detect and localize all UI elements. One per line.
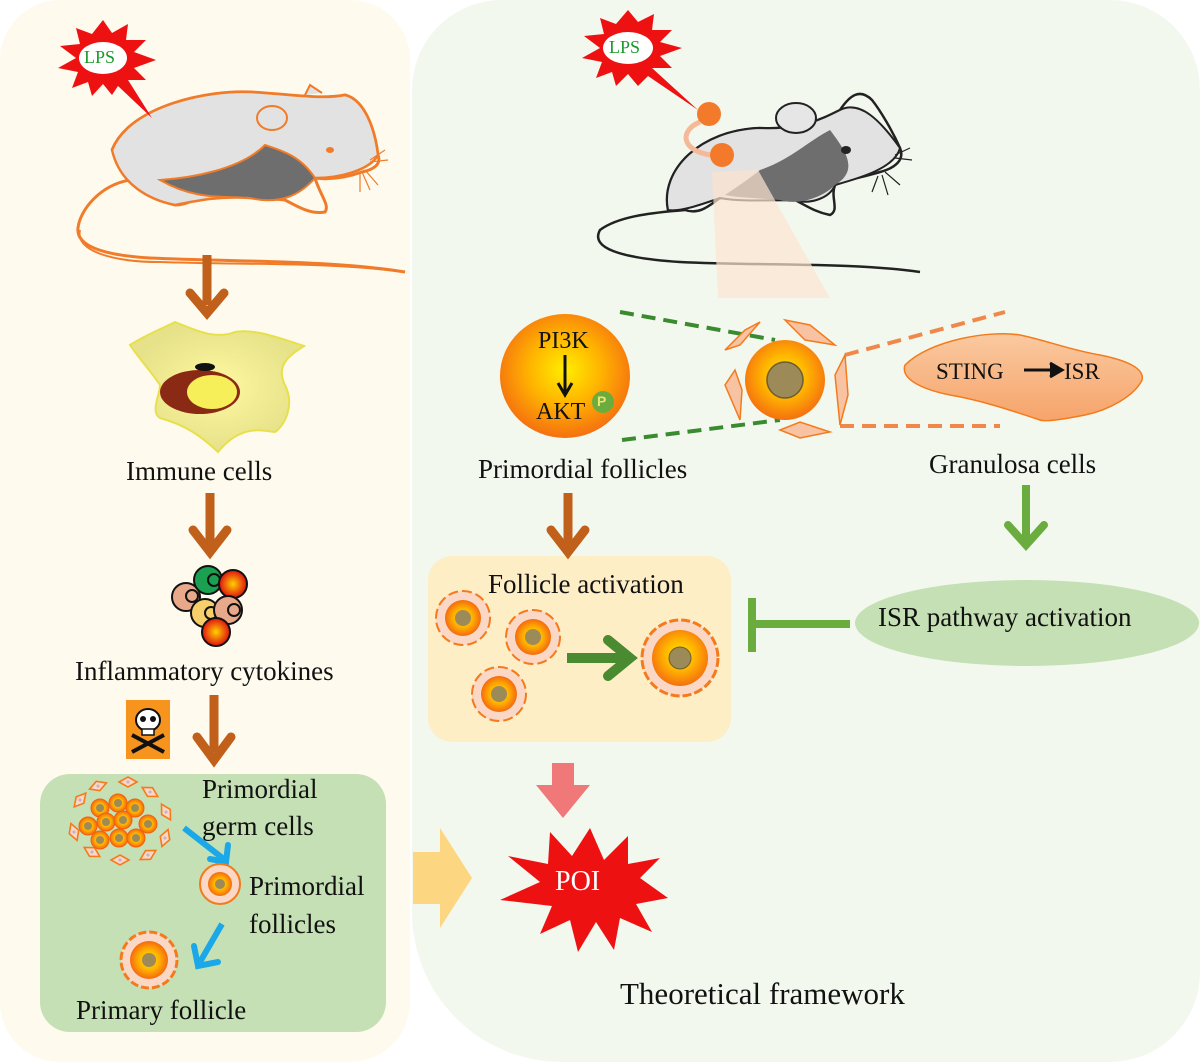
activated-follicle-icon [640, 618, 720, 698]
primordial-follicles-label-right: Primordial follicles [478, 454, 688, 484]
arrow-mouse-to-immune [185, 255, 229, 320]
isr-pathway-ellipse [855, 580, 1199, 666]
primordial-follicles-label-2: follicles [249, 909, 336, 939]
poi-label: POI [555, 866, 601, 897]
toxic-skull-icon [126, 700, 170, 759]
pi3k-akt-follicle-icon [500, 314, 630, 438]
arrow-immune-to-cytokines [188, 493, 232, 560]
arrow-activation [567, 635, 638, 681]
primary-follicle-label: Primary follicle [76, 995, 247, 1025]
zoom-line-orange-top [844, 310, 1006, 357]
primordial-germ-cells-label-2: germ cells [202, 811, 314, 841]
isr-pathway-activation-label: ISR pathway activation [878, 602, 1132, 632]
primordial-follicle-group-icon [435, 590, 561, 722]
akt-label: AKT [536, 399, 586, 425]
theoretical-framework-caption: Theoretical framework [620, 976, 905, 1011]
follicle-activation-label: Follicle activation [488, 569, 684, 599]
pi3k-label: PI3K [538, 328, 589, 354]
lps-label-right: LPS [609, 37, 641, 57]
arrow-granulosa-to-isr [1004, 485, 1048, 551]
inflammatory-cytokines-label: Inflammatory cytokines [75, 656, 334, 686]
sting-label: STING [936, 359, 1004, 384]
poi-burst-icon [500, 828, 668, 952]
germ-cell-nest-icon [65, 776, 176, 866]
follicle-with-granulosa-icon [724, 318, 849, 439]
primary-follicle-icon-left [119, 930, 179, 990]
primordial-follicle-icon-left [199, 863, 241, 905]
primordial-follicles-label-1: Primordial [249, 871, 365, 901]
inhibition-isr-to-activation [748, 598, 850, 652]
arrow-primordial-to-primary [191, 922, 225, 970]
arrow-primordial-to-activation [546, 493, 590, 560]
arrow-activation-to-poi [536, 763, 590, 818]
immune-cell-icon [128, 320, 307, 454]
primordial-germ-cells-label-1: Primordial [202, 774, 318, 804]
mouse-icon-right [597, 92, 921, 298]
zoom-line-green-top [619, 310, 776, 342]
lps-burst-icon-left [58, 20, 156, 118]
lps-burst-icon-right [582, 10, 698, 110]
arrow-germ-to-primordial [182, 825, 231, 866]
phospho-badge: P [597, 393, 607, 409]
lps-label-left: LPS [84, 47, 116, 67]
isr-label: ISR [1064, 359, 1100, 384]
zoom-line-green-bottom [621, 418, 781, 442]
arrow-cytokines-to-germ [192, 695, 236, 768]
sting-granulosa-cell-icon [903, 333, 1143, 422]
granulosa-cells-label: Granulosa cells [929, 449, 1097, 479]
immune-cells-label: Immune cells [126, 456, 273, 486]
cytokine-cluster-icon [171, 565, 248, 647]
mouse-icon-left [76, 83, 406, 274]
arrow-left-to-poi [413, 828, 472, 928]
